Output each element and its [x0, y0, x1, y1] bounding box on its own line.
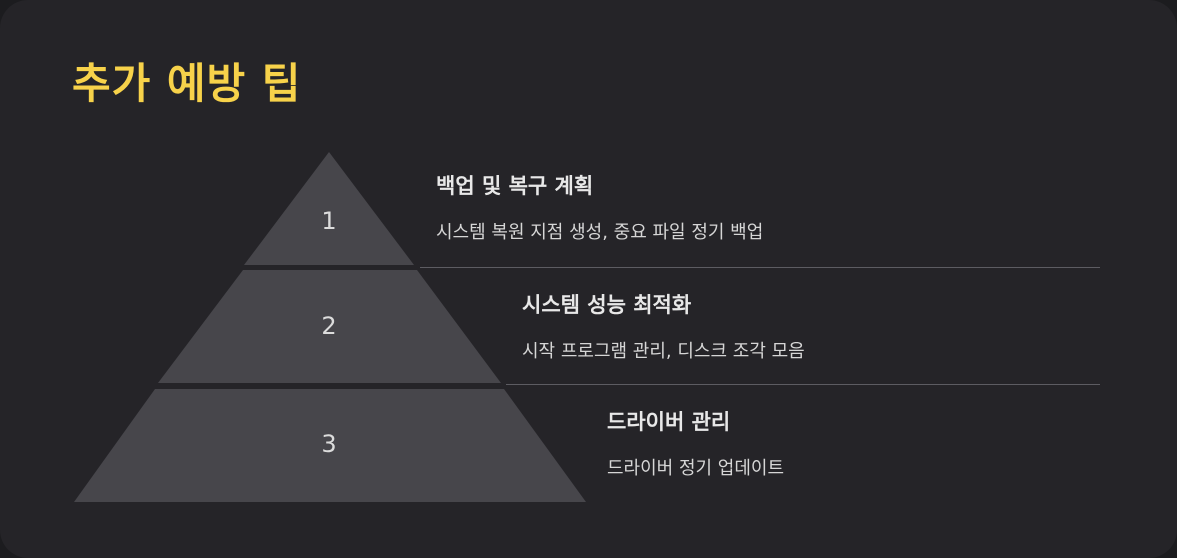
tier-2-description: 시스템 성능 최적화 시작 프로그램 관리, 디스크 조각 모음	[522, 289, 805, 363]
pyramid-tier-1	[244, 152, 414, 265]
tier-3-description: 드라이버 관리 드라이버 정기 업데이트	[607, 406, 784, 480]
tier-2-number: 2	[321, 312, 336, 340]
tier-2-heading: 시스템 성능 최적화	[522, 293, 692, 317]
tier-1-divider	[420, 267, 1100, 268]
tier-3-detail: 드라이버 정기 업데이트	[607, 458, 785, 479]
tier-1-detail: 시스템 복원 지점 생성, 중요 파일 정기 백업	[436, 222, 764, 243]
tier-2-divider	[506, 384, 1100, 385]
tier-1-number: 1	[321, 207, 336, 235]
tier-2-detail: 시작 프로그램 관리, 디스크 조각 모음	[522, 341, 805, 362]
tier-3-heading: 드라이버 관리	[607, 410, 731, 434]
tier-1-heading: 백업 및 복구 계획	[436, 174, 594, 198]
page-title: 추가 예방 팁	[72, 59, 302, 108]
pyramid-tier-3	[74, 389, 586, 502]
tier-1-description: 백업 및 복구 계획 시스템 복원 지점 생성, 중요 파일 정기 백업	[436, 170, 763, 244]
tier-3-number: 3	[321, 430, 336, 458]
pyramid-tier-2	[158, 270, 501, 383]
